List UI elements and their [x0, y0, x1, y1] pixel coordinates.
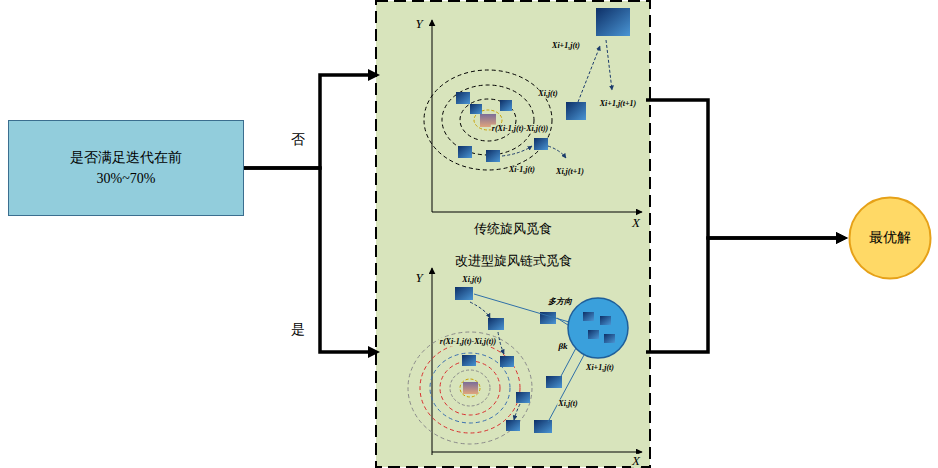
formula-label: Xi+1,j(t+1): [599, 100, 637, 109]
result-circle: 最优解: [848, 196, 932, 280]
move-arrow: [548, 146, 566, 158]
axis-label: X: [631, 216, 641, 230]
spiral-ring: [442, 85, 534, 155]
formula-label: r(Xi-1,j(t)-Xi,j(t)): [439, 338, 497, 347]
manta-image: [534, 138, 548, 150]
manta-image: [604, 334, 615, 343]
axis-label: Y: [414, 17, 423, 31]
flow-connector: [244, 75, 370, 168]
manta-image: [546, 376, 562, 388]
direction-ray: [548, 355, 584, 422]
axis-label: X: [631, 454, 641, 468]
spiral-ring: [424, 70, 552, 170]
manta-image: [455, 287, 473, 300]
manta-image: [458, 146, 472, 158]
formula-label: Xi+1,j(t): [585, 364, 615, 373]
move-arrow: [578, 46, 600, 102]
spiral-ring: [460, 99, 516, 141]
move-arrow: [498, 332, 504, 354]
x-axis: [432, 212, 642, 213]
x-axis: [432, 452, 642, 453]
manta-image: [470, 104, 482, 114]
manta-image: [588, 330, 599, 339]
manta-image: [500, 100, 512, 111]
direction-ray: [557, 318, 568, 325]
manta-image: [583, 312, 594, 321]
spiral-ring: [450, 370, 490, 406]
spiral-ring: [440, 361, 500, 415]
formula-label: Xi-1,j(t): [508, 166, 536, 175]
flow-connector: [646, 100, 838, 238]
node-text: 传统旋风觅食: [472, 220, 554, 238]
formula-label: Xi,j(t): [461, 276, 482, 285]
angle-label: βk: [557, 342, 568, 352]
manta-image: [462, 355, 476, 366]
spiral-ring: [420, 343, 520, 433]
manta-image: [566, 102, 586, 120]
node-text: 最优解: [869, 229, 911, 247]
best-manta-image: [463, 382, 478, 394]
branch-label: 是: [289, 320, 307, 340]
axis-label: Y: [414, 271, 423, 285]
branch-label: 否: [289, 130, 307, 150]
circle-shape: [850, 198, 931, 279]
manta-image: [486, 150, 500, 162]
flow-connector: [646, 238, 838, 352]
decision-box: 是否满足迭代在前 30%~70%: [8, 120, 244, 216]
formula-label: Xi,j(t): [537, 90, 558, 99]
manta-image: [596, 8, 630, 36]
spiral-ring: [460, 379, 480, 397]
node-text: 是否满足迭代在前 30%~70%: [56, 147, 196, 189]
formula-label: Xi+1,j(t): [551, 42, 581, 51]
move-arrow: [470, 302, 490, 318]
formula-label: Xi,j(t+1): [555, 168, 585, 177]
best-region: [568, 298, 628, 358]
y-axis: [432, 268, 433, 455]
manta-image: [456, 92, 470, 104]
method-panel: [376, 1, 650, 467]
annotation-label: 多方向: [547, 298, 573, 307]
spiral-ring: [430, 353, 510, 423]
manta-image: [488, 318, 504, 330]
manta-image: [506, 420, 520, 431]
node-text: 改进型旋风链式觅食: [453, 252, 574, 270]
formula-label: r(Xi-1,j(t)-Xi,j(t)): [491, 125, 549, 134]
move-arrow: [606, 40, 612, 90]
y-axis: [432, 20, 433, 212]
flow-connector: [244, 168, 370, 352]
manta-image: [534, 420, 552, 433]
move-arrow: [514, 404, 520, 420]
manta-image: [500, 356, 514, 367]
spiral-ring: [408, 332, 532, 444]
move-arrow: [502, 146, 532, 156]
manta-image: [516, 392, 530, 403]
manta-image: [600, 316, 611, 325]
formula-label: Xi,j(t): [557, 400, 578, 409]
